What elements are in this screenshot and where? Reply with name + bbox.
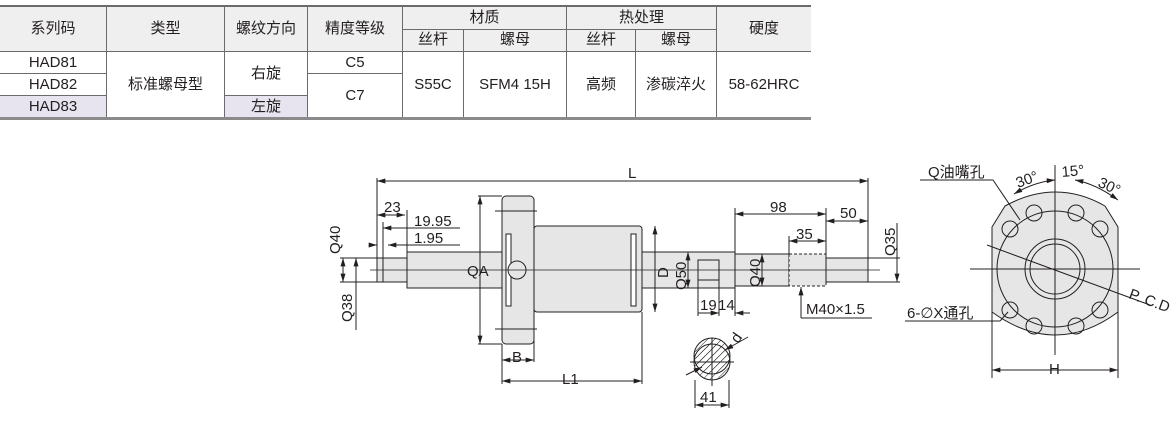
dim-B: B <box>512 349 522 366</box>
dim-98: 98 <box>770 199 787 216</box>
dim-23: 23 <box>384 199 401 216</box>
dim-35: 35 <box>796 226 813 243</box>
cell-direction: 左旋 <box>224 95 308 119</box>
cell-hardness: 58-62HRC <box>716 51 811 119</box>
cell-code: HAD83 <box>0 95 107 119</box>
dim-1-95: 1.95 <box>414 230 443 247</box>
dim-q35: Q35 <box>882 228 899 256</box>
angle-30-left: 30° <box>1014 168 1041 192</box>
header-material-screw: 丝杆 <box>402 28 464 52</box>
header-accuracy-grade: 精度等级 <box>307 5 403 52</box>
header-heat-treatment: 热处理 <box>566 5 717 30</box>
cell-material-nut: SFM4 15H <box>463 51 567 119</box>
header-type: 类型 <box>106 5 225 52</box>
dim-H: H <box>1049 361 1060 378</box>
dim-L: L <box>628 165 636 182</box>
dim-50: 50 <box>840 205 857 222</box>
dim-q40-right: Q40 <box>747 259 764 287</box>
header-series-code: 系列码 <box>0 5 107 52</box>
angle-15: 15° <box>1061 162 1085 181</box>
table-row: HAD83 左旋 <box>0 95 811 119</box>
table-row: HAD81 标准螺母型 右旋 C5 S55C SFM4 15H 高频 渗碳淬火 … <box>0 51 811 119</box>
header-material-nut: 螺母 <box>463 28 567 52</box>
thread-spec: M40×1.5 <box>806 301 865 318</box>
table-row: HAD82 C7 <box>0 73 811 119</box>
dim-qa: QA <box>467 263 489 280</box>
cell-grade: C7 <box>307 73 403 119</box>
dim-q38: Q38 <box>339 294 356 322</box>
cell-material-screw: S55C <box>402 51 464 119</box>
cell-heat-nut: 渗碳淬火 <box>635 51 717 119</box>
cell-type: 标准螺母型 <box>106 51 225 119</box>
dim-19-95: 19.95 <box>414 213 452 230</box>
header-thread-direction: 螺纹方向 <box>224 5 308 52</box>
screw-shaft <box>376 225 869 313</box>
flange-front-view <box>905 165 1151 378</box>
spec-table: 系列码 类型 螺纹方向 精度等级 材质 热处理 硬度 丝杆 螺母 丝杆 螺母 H… <box>0 5 811 120</box>
oil-hole-label: Q油嘴孔 <box>928 164 985 181</box>
dim-q40-left: Q40 <box>327 226 344 254</box>
through-holes-label: 6-∅X通孔 <box>907 305 973 322</box>
pcd-label: P. C.D <box>1127 286 1173 316</box>
angle-30-right: 30° <box>1095 174 1123 199</box>
header-hardness: 硬度 <box>716 5 811 52</box>
dim-q50: Q50 <box>673 262 690 290</box>
cell-direction: 右旋 <box>224 51 308 96</box>
dim-d: d <box>727 330 746 347</box>
header-material: 材质 <box>402 5 567 30</box>
dim-L1: L1 <box>562 371 579 388</box>
dim-D: D <box>655 267 672 278</box>
dim-14: 14 <box>718 297 735 314</box>
dim-41: 41 <box>700 389 717 406</box>
header-heat-screw: 丝杆 <box>566 28 636 52</box>
dim-19: 19 <box>700 297 717 314</box>
shaft-section <box>685 336 749 408</box>
header-heat-nut: 螺母 <box>635 28 717 52</box>
